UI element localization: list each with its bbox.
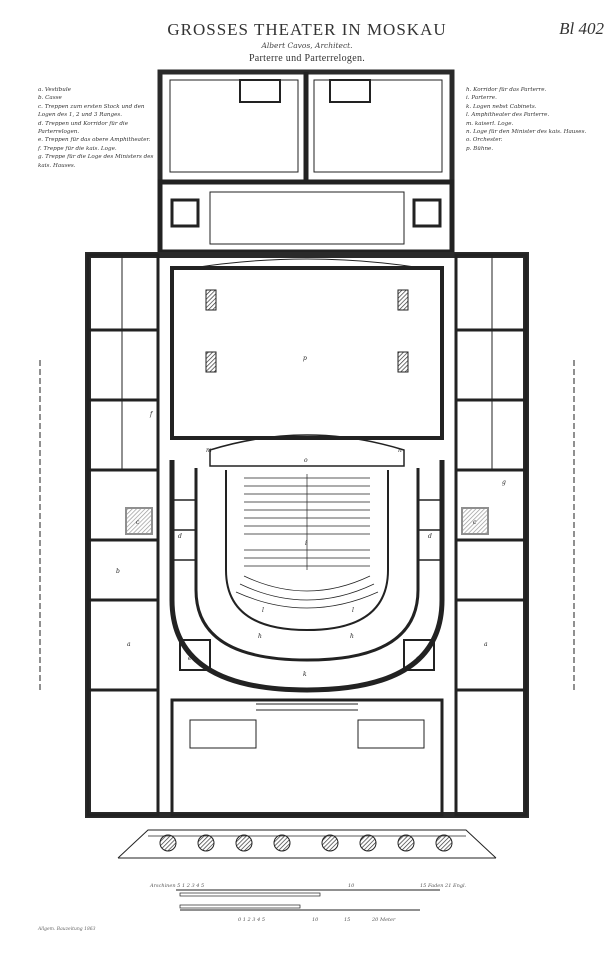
scale-lower-mid2-label: 15 [344,917,351,923]
label-n: n [398,447,402,454]
legend-item: d. Treppen und Korridor für die Parterre… [38,120,129,136]
label-h-left: h [258,633,262,640]
label-f: f [149,411,154,418]
plan-subtitle: Parterre und Parterrelogen. [248,53,366,64]
auditorium-outer-wall [169,460,445,693]
label-b: b [116,568,120,575]
plate-title: GROSSES THEATER IN MOSKAU [167,20,447,39]
label-a-right: a [484,641,488,648]
legend-right: h. Korridor für das Parterre. i. Parterr… [466,86,596,153]
scale-upper-left-label: Arschinen 5 1 2 3 4 5 [150,883,205,889]
scale-upper-right-label: 15 Faden 21 Engl. [420,883,467,889]
label-o: o [304,457,308,464]
legend-item: m. kaiserl. Loge. [466,120,514,127]
label-i: i [305,540,307,547]
scale-lower-mid-label: 10 [312,917,319,923]
architect-credit: Albert Cavos, Architect. [261,41,353,50]
legend-item: i. Parterre. [466,95,497,102]
front-vestibule [170,698,444,817]
legend-item: o. Orchester. [466,137,503,144]
legend-item: l. Amphitheater des Parterre. [466,112,550,119]
orchestra-pit [209,434,405,467]
label-d-left: d [178,533,182,540]
legend-item: p. Bühne. [466,145,494,152]
label-p: p [303,355,307,362]
label-l-right: l [352,607,354,614]
legend-item: e. Treppen für das obere Amphitheater. [38,137,151,144]
scale-lower-right-label: 20 Meter [372,917,396,923]
legend-item: a. Vestibule [38,87,71,93]
publication-signature: Allgem. Bauzeitung 1863 [38,927,96,932]
label-e-right: e [416,655,420,662]
label-l-left: l [262,607,264,614]
label-c-left: c [136,519,140,526]
legend-item: c. Treppen zum ersten Stock und den Loge… [38,103,145,119]
scale-lower-left-label: 0 1 2 3 4 5 [238,917,266,923]
legend-item: b. Casse [38,95,62,102]
legend-item: k. Logen nebst Cabinets. [466,103,537,110]
label-h-right: h [350,633,354,640]
label-c-right: c [473,519,477,526]
label-e-left: e [188,655,192,662]
label-m: m [206,447,212,454]
legend-left: a. Vestibule b. Casse c. Treppen zum ers… [38,86,160,170]
plate-number: Bl 402 [559,19,604,38]
legend-item: h. Korridor für das Parterre. [466,87,547,93]
legend-item: f. Treppe für die kais. Loge. [38,145,117,152]
label-k: k [303,671,307,678]
label-d-right: d [428,533,432,540]
label-g: g [502,479,506,486]
legend-item: n. Loge für den Minister des kais. Hause… [466,129,587,136]
label-a-left: a [127,641,131,648]
scale-upper-mid-label: 10 [348,883,355,889]
legend-item: g. Treppe für die Loge des Ministers des… [38,154,154,169]
stage-area [170,266,444,440]
